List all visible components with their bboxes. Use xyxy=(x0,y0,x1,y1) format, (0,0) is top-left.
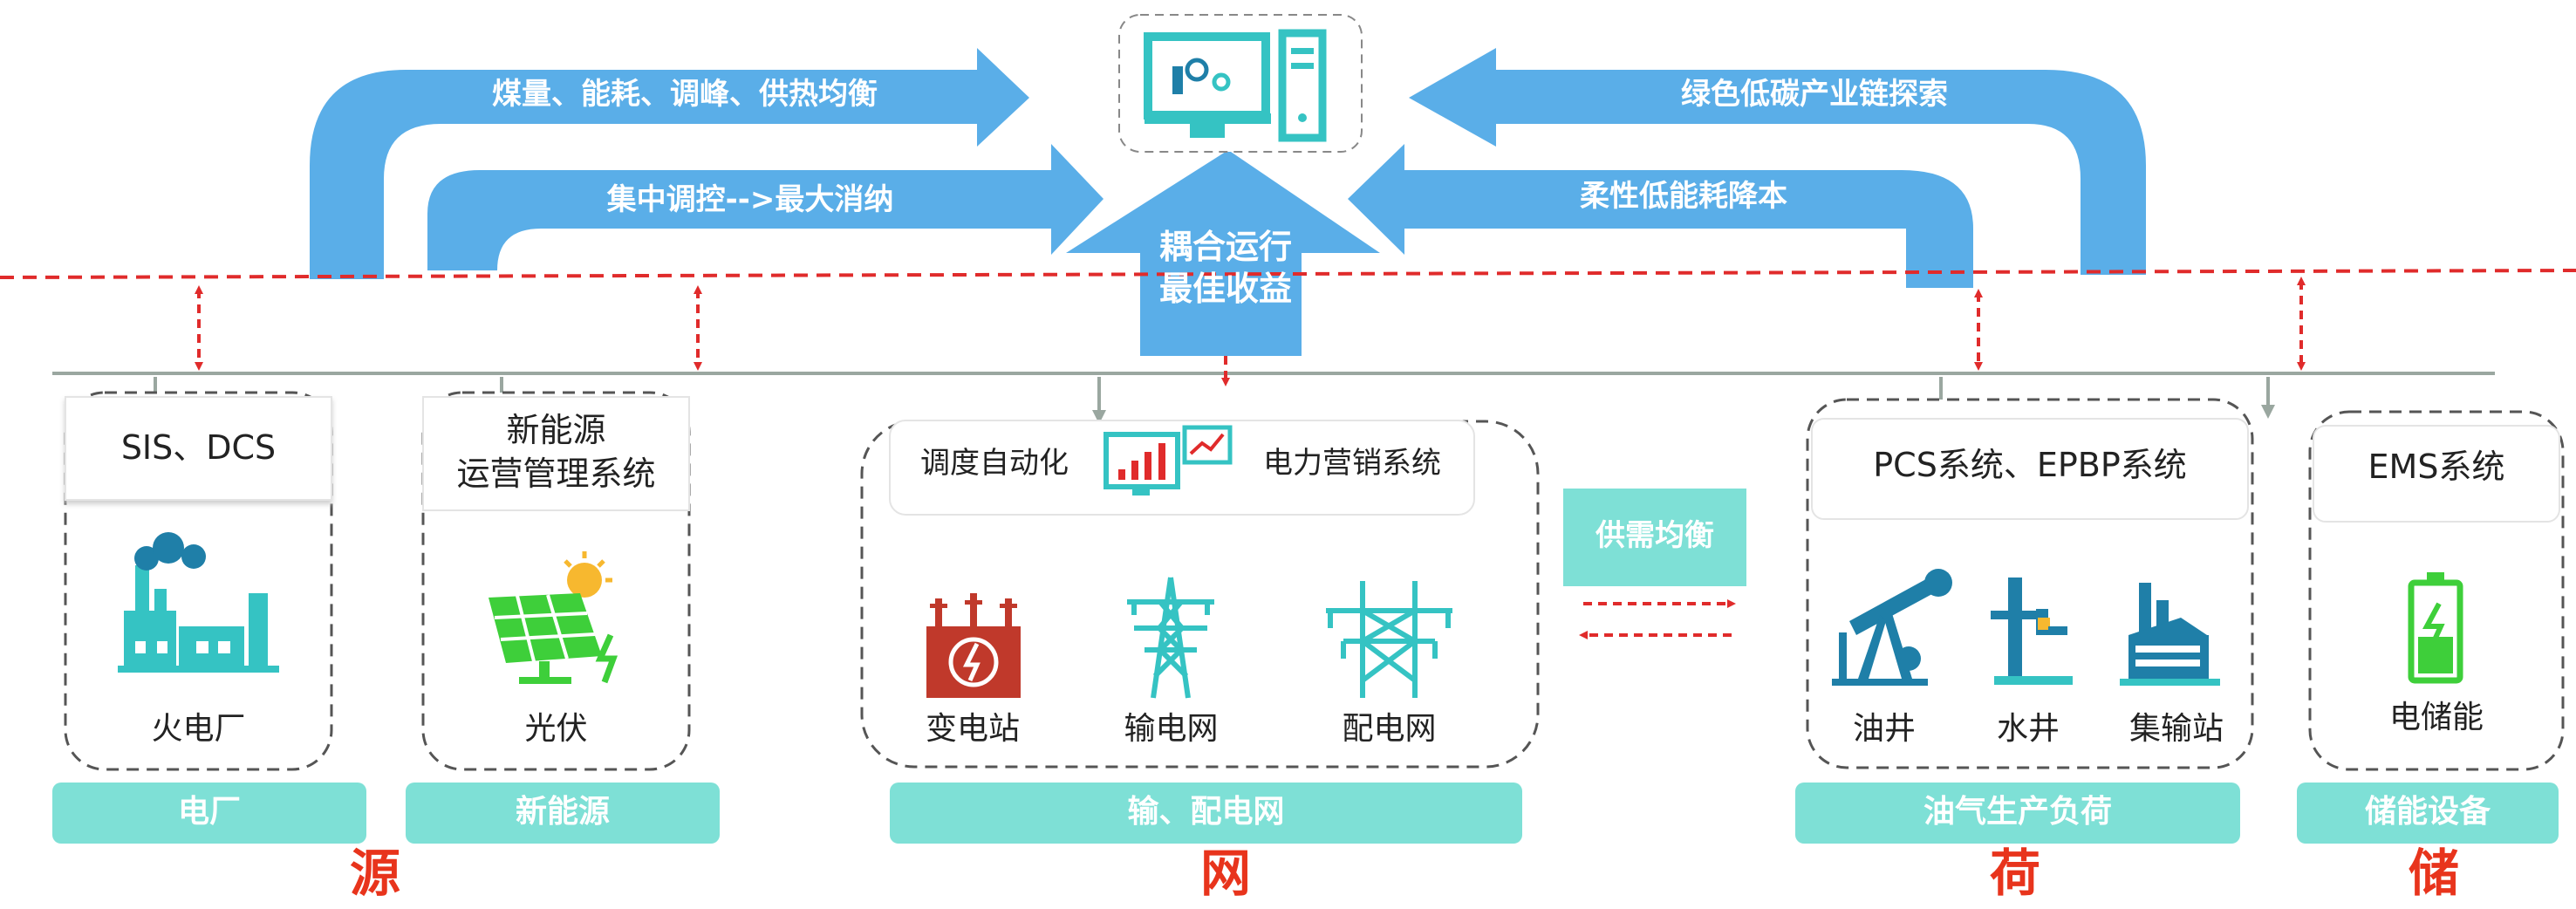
balance-label: 供需均衡 xyxy=(1595,518,1714,553)
center-label-line1: 耦合运行 xyxy=(1158,228,1292,266)
panel-storage xyxy=(2308,410,2565,771)
gathering-station-icon xyxy=(2120,583,2220,686)
power-plant-header: SIS、DCS xyxy=(120,428,277,467)
arrow-top-left xyxy=(310,48,1029,279)
oil-gas-header: PCS系统、EPBP系统 xyxy=(1873,446,2187,484)
transmission-tower-icon xyxy=(1127,577,1214,699)
oil-gas-item-oil-well: 油井 xyxy=(1852,711,1916,747)
bar-new-energy xyxy=(406,783,720,844)
arrow-label-mid-left: 集中调控-->最大消纳 xyxy=(606,182,894,217)
bar-grid xyxy=(890,783,1522,844)
new-energy-header-line1: 新能源 xyxy=(506,411,606,449)
bottom-label-storage: 储 xyxy=(2408,844,2459,903)
bottom-label-grid: 网 xyxy=(1199,844,1251,903)
balance-box xyxy=(1563,489,1746,586)
arrow-top-right xyxy=(1409,48,2146,275)
bottom-label-load: 荷 xyxy=(1989,844,2040,903)
factory-icon xyxy=(118,532,279,673)
panel-power-plant xyxy=(64,391,333,771)
monitor-chart-icon xyxy=(1104,425,1233,496)
storage-header: EMS系统 xyxy=(2368,448,2505,486)
oil-gas-bar-label: 油气生产负荷 xyxy=(1923,794,2112,830)
new-energy-header-line2: 运营管理系统 xyxy=(456,454,656,493)
center-label-line2: 最佳收益 xyxy=(1158,270,1292,308)
bar-oil-gas xyxy=(1795,783,2240,844)
panel-new-energy xyxy=(421,391,691,771)
panel-grid xyxy=(860,420,1540,769)
battery-icon xyxy=(2408,572,2463,684)
storage-item: 电储能 xyxy=(2388,700,2484,735)
red-connector-arrows xyxy=(195,277,2306,386)
center-pentagon xyxy=(1066,150,1380,356)
water-well-icon xyxy=(1991,578,2073,685)
oil-gas-item-station: 集输站 xyxy=(2128,711,2224,747)
oil-gas-item-water-well: 水井 xyxy=(1996,711,2060,747)
arrow-label-top-right: 绿色低碳产业链探索 xyxy=(1681,77,1948,112)
arrow-label-top-left: 煤量、能耗、调峰、供热均衡 xyxy=(492,77,878,112)
grid-header-left: 调度自动化 xyxy=(920,446,1069,481)
grid-item-transmission: 输电网 xyxy=(1124,711,1219,747)
grid-bar-label: 输、配电网 xyxy=(1127,794,1285,830)
arrow-mid-left xyxy=(427,144,1104,270)
transformer-icon xyxy=(926,593,1021,698)
grid-item-substation: 变电站 xyxy=(925,711,1020,747)
new-energy-item: 光伏 xyxy=(524,711,588,747)
power-plant-item: 火电厂 xyxy=(151,711,246,747)
bottom-label-source: 源 xyxy=(349,844,400,903)
computer-icon xyxy=(1118,14,1363,153)
pumpjack-icon xyxy=(1832,569,1952,686)
grid-header-right: 电力营销系统 xyxy=(1263,446,1441,481)
arrow-mid-right xyxy=(1348,144,1973,288)
bar-storage xyxy=(2297,783,2559,844)
storage-bar-label: 储能设备 xyxy=(2364,794,2491,830)
solar-panel-icon xyxy=(489,551,618,684)
arrow-label-mid-right: 柔性低能耗降本 xyxy=(1580,179,1787,214)
balance-arrows xyxy=(1579,599,1736,639)
distribution-tower-icon xyxy=(1326,581,1452,698)
grid-item-distribution: 配电网 xyxy=(1342,711,1437,747)
bar-power-plant xyxy=(52,783,366,844)
power-plant-bar-label: 电厂 xyxy=(177,794,241,830)
new-energy-bar-label: 新能源 xyxy=(515,794,610,830)
